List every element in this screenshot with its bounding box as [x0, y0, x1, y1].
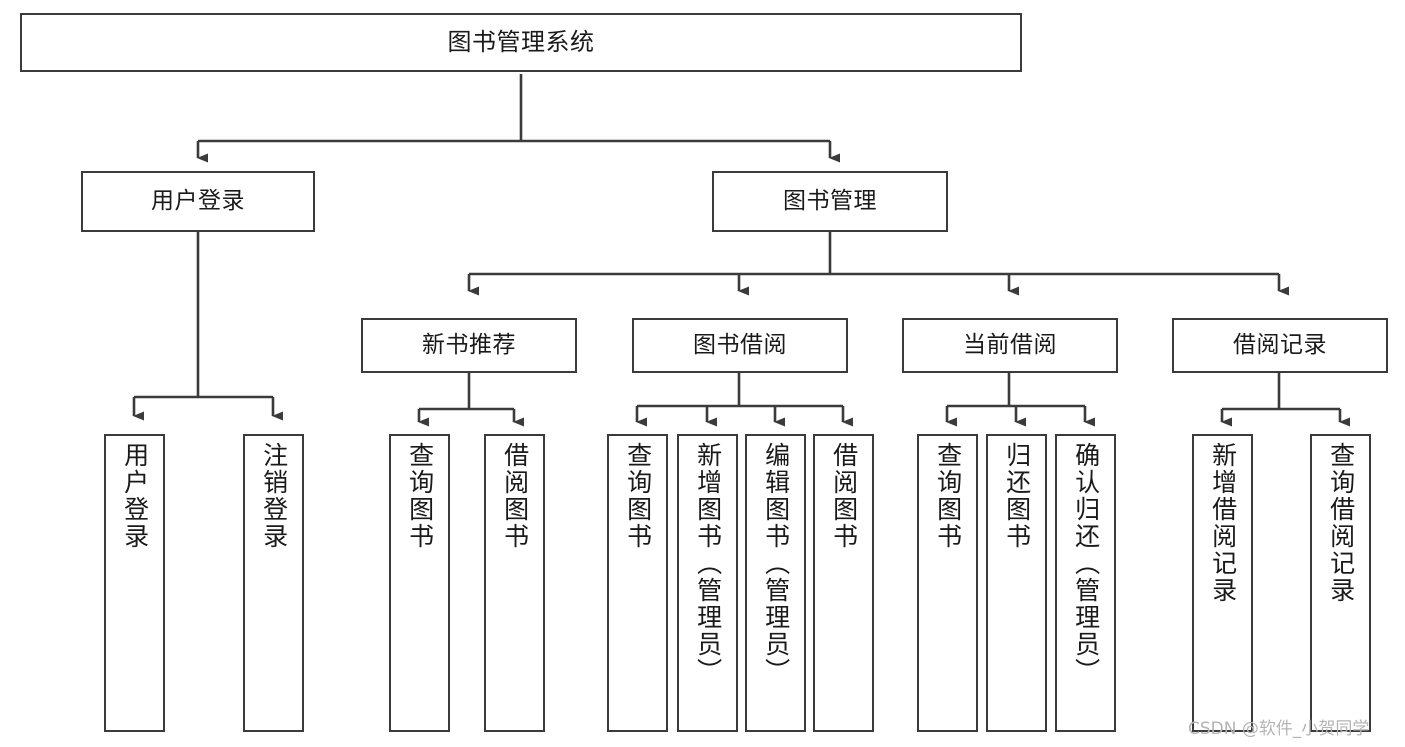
node-label: 确认归还（管理员）	[1071, 442, 1101, 685]
node-label: 查询图书	[933, 442, 963, 550]
csdn-watermark: CSDN @软件_小贺同学	[1188, 719, 1370, 739]
node-book-borrowing[interactable]: 图书借阅	[632, 318, 848, 373]
node-leaf-query-borrow-record[interactable]: 查询借阅记录	[1310, 434, 1371, 732]
node-label: 当前借阅	[963, 332, 1057, 359]
node-borrowing-records[interactable]: 借阅记录	[1172, 318, 1388, 373]
node-label: 查询图书	[405, 442, 435, 550]
node-leaf-query-books-borrow[interactable]: 查询图书	[607, 434, 668, 732]
node-leaf-query-books-current[interactable]: 查询图书	[917, 434, 978, 732]
node-label: 编辑图书（管理员）	[761, 442, 791, 685]
node-book-management[interactable]: 图书管理	[712, 171, 948, 232]
node-leaf-add-book-admin[interactable]: 新增图书（管理员）	[677, 434, 738, 732]
node-user-login[interactable]: 用户登录	[81, 171, 315, 232]
node-label: 查询图书	[623, 442, 653, 550]
node-label: 新增图书（管理员）	[693, 442, 723, 685]
node-label: 图书借阅	[693, 332, 787, 359]
node-label: 借阅图书	[829, 442, 859, 550]
node-root-book-management-system[interactable]: 图书管理系统	[20, 13, 1022, 72]
node-label: 注销登录	[259, 442, 289, 550]
node-label: 借阅图书	[500, 442, 530, 550]
node-leaf-edit-book-admin[interactable]: 编辑图书（管理员）	[745, 434, 806, 732]
node-leaf-user-login[interactable]: 用户登录	[104, 434, 165, 732]
node-label: 归还图书	[1002, 442, 1032, 550]
node-leaf-logout[interactable]: 注销登录	[243, 434, 304, 732]
node-label: 查询借阅记录	[1326, 442, 1356, 604]
node-label: 用户登录	[151, 188, 245, 215]
node-leaf-add-borrow-record[interactable]: 新增借阅记录	[1192, 434, 1253, 732]
node-leaf-borrow-books[interactable]: 借阅图书	[813, 434, 874, 732]
node-current-borrowing[interactable]: 当前借阅	[902, 318, 1118, 373]
node-label: 新增借阅记录	[1208, 442, 1238, 604]
node-label: 新书推荐	[422, 332, 516, 359]
node-label: 图书管理	[783, 188, 877, 215]
node-leaf-query-books-recommend[interactable]: 查询图书	[389, 434, 450, 732]
node-leaf-return-books[interactable]: 归还图书	[986, 434, 1047, 732]
node-leaf-confirm-return-admin[interactable]: 确认归还（管理员）	[1055, 434, 1116, 732]
node-new-book-recommendation[interactable]: 新书推荐	[361, 318, 577, 373]
node-label: 借阅记录	[1233, 332, 1327, 359]
node-label: 图书管理系统	[447, 27, 595, 56]
node-leaf-borrow-books-recommend[interactable]: 借阅图书	[484, 434, 545, 732]
node-label: 用户登录	[120, 442, 150, 550]
